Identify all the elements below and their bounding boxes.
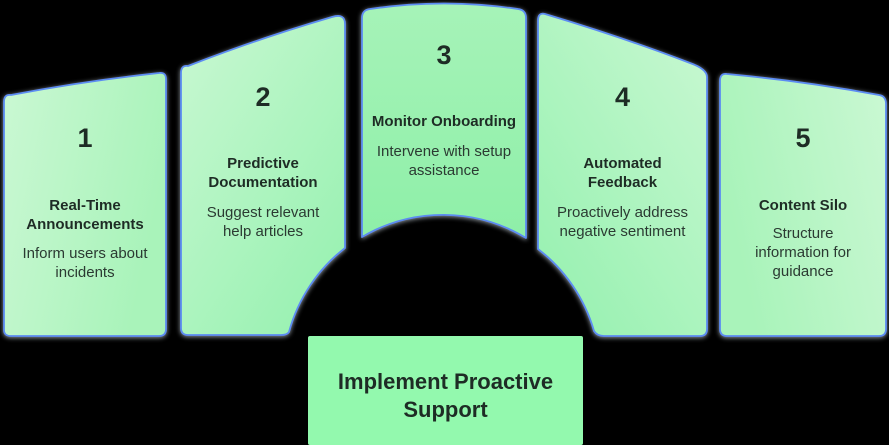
footer-banner-label: Implement Proactive Support: [337, 369, 554, 422]
step-number: 3: [436, 40, 452, 70]
step-description: Proactively address negative sentiment: [557, 204, 688, 240]
step-title: Monitor Onboarding: [371, 113, 517, 130]
step-title: Automated Feedback: [583, 155, 662, 191]
step-3-card-shape: [361, 2, 527, 239]
step-5-card-shape: [719, 72, 887, 337]
step-number: 5: [795, 123, 811, 153]
footer-banner: [308, 336, 583, 445]
step-title: Content Silo: [758, 197, 848, 214]
step-description: Suggest relevant help articles: [206, 204, 320, 240]
step-description: Inform users about incidents: [22, 245, 148, 281]
step-title: Real-Time Announcements: [26, 197, 144, 233]
step-1-card-shape: [3, 71, 167, 337]
step-4-card-shape: [537, 12, 708, 337]
step-2-card-shape: [180, 15, 346, 336]
step-description: Structure information for guidance: [755, 225, 851, 280]
step-number: 4: [614, 82, 631, 112]
step-title: Predictive Documentation: [208, 155, 318, 191]
step-number: 1: [77, 123, 93, 153]
step-description: Intervene with setup assistance: [376, 143, 512, 179]
step-number: 2: [255, 82, 271, 112]
